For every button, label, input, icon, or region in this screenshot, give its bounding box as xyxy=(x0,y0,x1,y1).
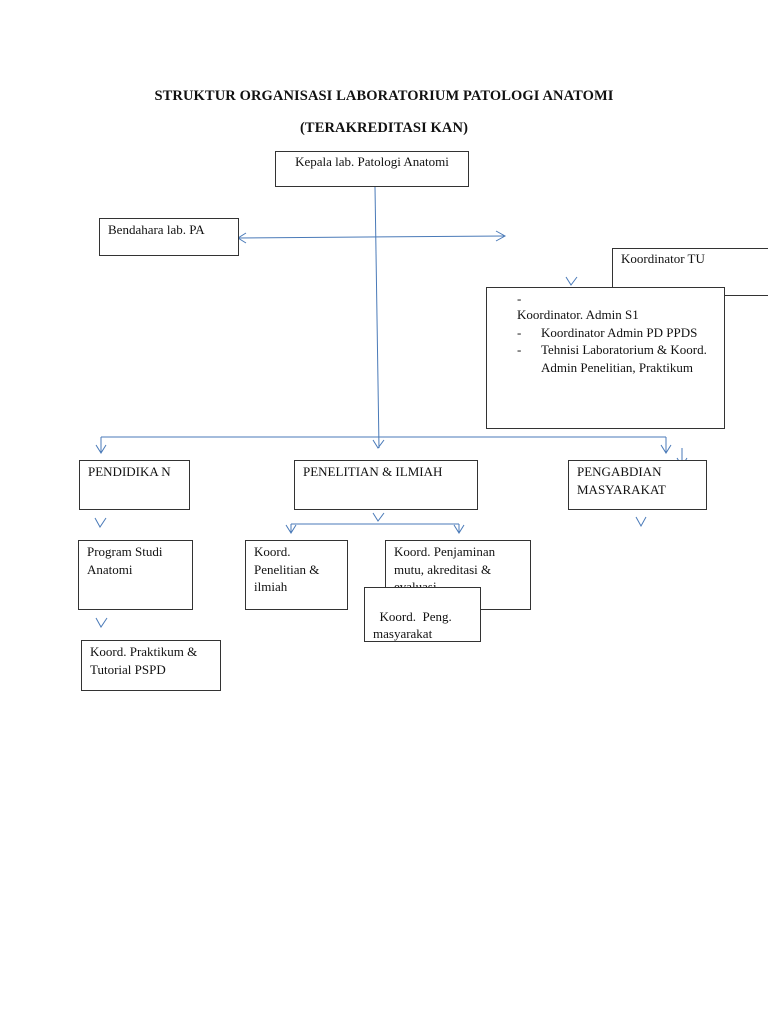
node-koord-praktikum: Koord. Praktikum & Tutorial PSPD xyxy=(81,640,221,691)
tu-staff-item: -Tehnisi Laboratorium & Koord. Admin Pen… xyxy=(517,342,707,375)
arrowhead-pendidikan xyxy=(95,444,107,454)
node-koord-penjaminan-label: Koord. Penjaminan mutu, akreditasi & eva… xyxy=(394,544,496,594)
tu-staff-item-label: Tehnisi Laboratorium & Koord. Admin Pene… xyxy=(541,342,707,375)
node-bendahara: Bendahara lab. PA xyxy=(99,218,239,256)
node-koordinator-tu-label: Koordinator TU xyxy=(621,251,705,266)
tu-staff-item-label: Koordinator Admin PD PPDS xyxy=(541,324,698,340)
node-koord-penelitian: Koord. Penelitian & ilmiah xyxy=(245,540,348,610)
node-kepala: Kepala lab. Patologi Anatomi xyxy=(275,151,469,187)
connector-main-vertical xyxy=(374,186,380,449)
node-kepala-label: Kepala lab. Patologi Anatomi xyxy=(295,154,449,169)
node-pendidikan-label: PENDIDIKA N xyxy=(88,464,171,479)
arrowhead-pengabdian xyxy=(660,444,672,454)
arrowhead-tu xyxy=(565,276,578,286)
node-program-studi: Program Studi Anatomi xyxy=(78,540,193,610)
arrowhead-right xyxy=(495,230,507,242)
arrowhead-pengabdian-down xyxy=(635,516,647,528)
arrowhead-praktikum xyxy=(95,617,108,628)
arrowhead-penelitian xyxy=(372,439,385,449)
node-koord-praktikum-label: Koord. Praktikum & Tutorial PSPD xyxy=(90,644,198,677)
node-bendahara-label: Bendahara lab. PA xyxy=(108,222,205,237)
node-penelitian: PENELITIAN & ILMIAH xyxy=(294,460,478,510)
node-pendidikan: PENDIDIKA N xyxy=(79,460,190,510)
arrowhead-prodi xyxy=(94,517,107,528)
node-koord-peng-masyarakat-label: Koord. Peng. masyarakat xyxy=(373,608,455,642)
node-penelitian-label: PENELITIAN & ILMIAH xyxy=(303,464,443,479)
arrowhead-penelitian-down xyxy=(372,512,385,522)
tu-staff-item: -Koordinator Admin PD PPDS xyxy=(517,324,698,340)
node-koord-peng-masyarakat: Koord. Peng. masyarakat xyxy=(364,587,481,642)
node-pengabdian-label: PENGABDIAN MASYARAKAT xyxy=(577,464,666,497)
tu-staff-lead-dash: - xyxy=(517,291,522,306)
node-tu-staff: - Koordinator. Admin S1 -Koordinator Adm… xyxy=(486,287,725,429)
node-koord-penelitian-label: Koord. Penelitian & ilmiah xyxy=(254,544,320,594)
chart-subtitle: (TERAKREDITASI KAN) xyxy=(300,120,468,136)
chart-title: STRUKTUR ORGANISASI LABORATORIUM PATOLOG… xyxy=(154,88,614,104)
node-pengabdian: PENGABDIAN MASYARAKAT xyxy=(568,460,707,510)
tu-staff-first: Koordinator. Admin S1 xyxy=(517,307,639,322)
node-program-studi-label: Program Studi Anatomi xyxy=(87,544,163,577)
connector-bendahara xyxy=(237,235,506,239)
tu-staff-list: -Koordinator Admin PD PPDS -Tehnisi Labo… xyxy=(517,324,716,377)
